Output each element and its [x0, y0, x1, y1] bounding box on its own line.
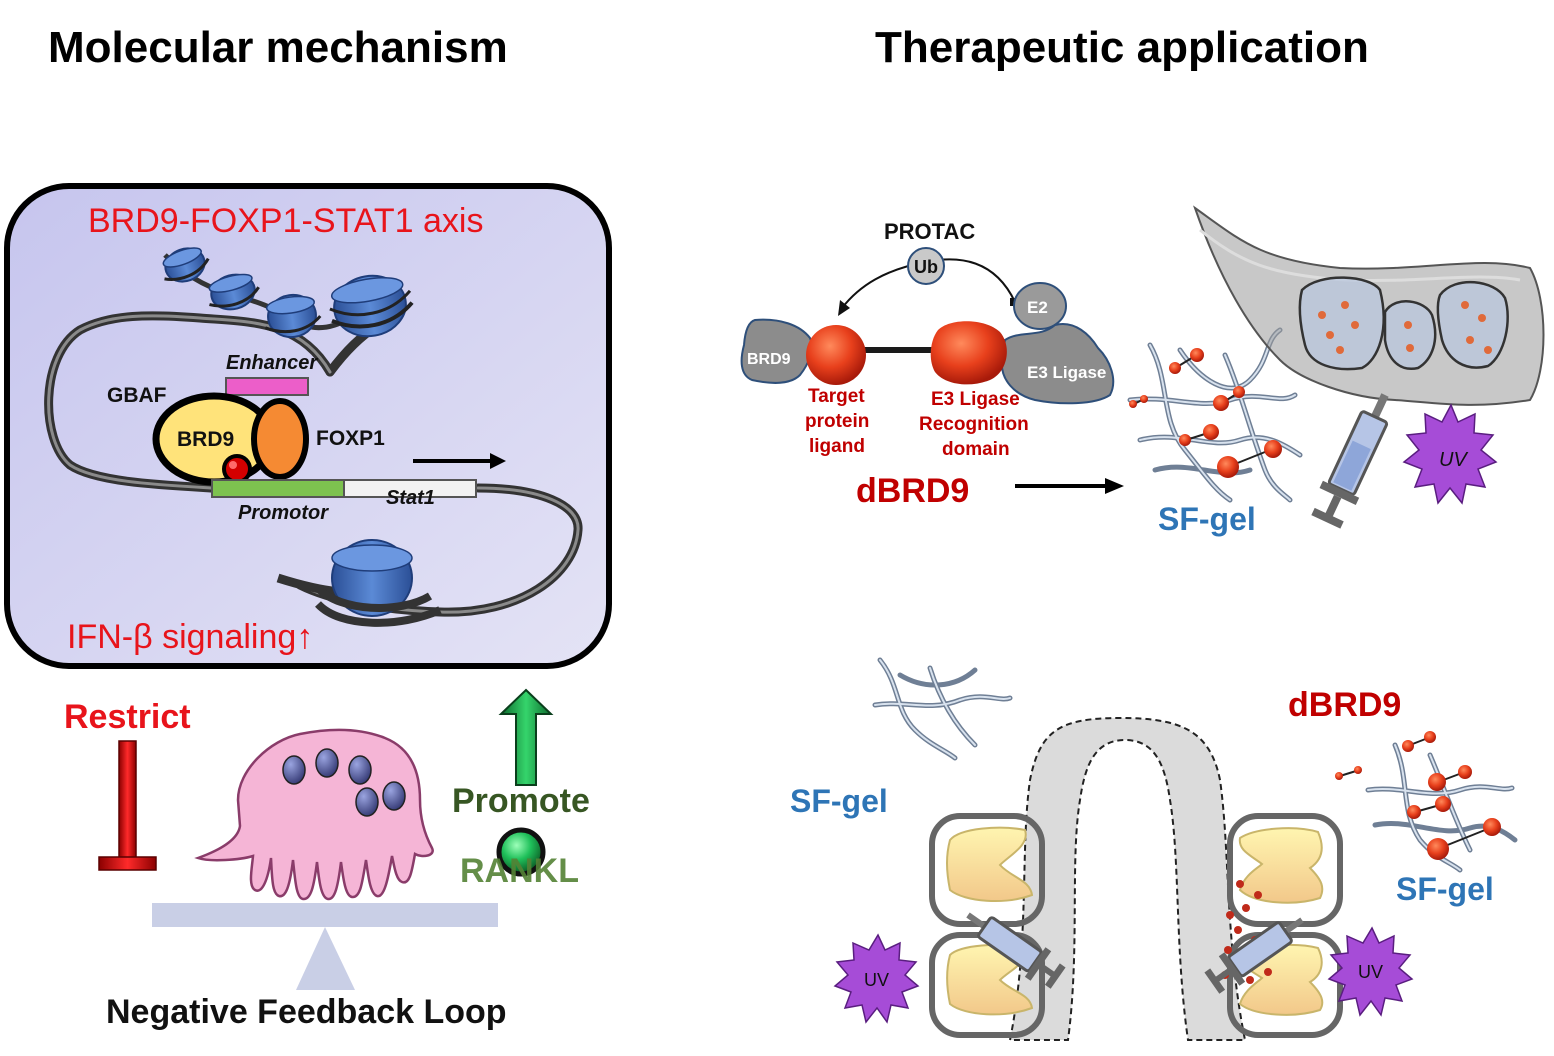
target-ligand-ball: [806, 325, 866, 385]
drug-loaded-particles: [1129, 348, 1282, 478]
e2-enzyme: [1013, 282, 1067, 330]
left-column-title: Molecular mechanism: [48, 23, 508, 72]
foxp1-protein: [251, 398, 309, 480]
nucleus-panel: [4, 183, 612, 669]
injection-mold: [1193, 205, 1545, 406]
inhibition-bar-icon: [98, 740, 157, 871]
brd9-target-protein: [740, 318, 813, 384]
ifn-signaling-label: IFN-β signaling↑: [67, 618, 313, 656]
syringe-icon-bottom-right: [1204, 917, 1304, 994]
promotor-region: [211, 479, 345, 498]
uv-burst-icon-bottom-left: [833, 933, 920, 1024]
protac-title: PROTAC: [884, 219, 975, 244]
uv-burst-icon-bottom-right: [1327, 926, 1414, 1017]
recognition-label-line1: E3 Ligase: [931, 389, 1020, 410]
brd9-label: BRD9: [177, 428, 234, 451]
axis-title: BRD9-FOXP1-STAT1 axis: [88, 202, 483, 240]
right-column-title: Therapeutic application: [875, 23, 1369, 72]
balance-fulcrum: [296, 927, 355, 990]
rankl-ball-icon: [496, 827, 546, 877]
ligand-label-line2: protein: [805, 411, 869, 432]
enhancer-label: Enhancer: [226, 352, 318, 374]
uv-burst-icon-top: [1402, 403, 1498, 505]
rankl-label: RANKL: [460, 852, 579, 890]
uv-label-bottom-right: UV: [1358, 962, 1383, 982]
feedback-loop-label: Negative Feedback Loop: [106, 993, 507, 1031]
e3-recognition-ball: [930, 321, 1007, 385]
stat1-label: Stat1: [386, 487, 435, 509]
syringe-icon-bottom-left: [966, 912, 1066, 989]
sf-gel-network-bottom-left: [872, 657, 1013, 761]
drug-loaded-particles-bottom: [1335, 731, 1501, 860]
dbrd9-label-bottom: dBRD9: [1288, 686, 1401, 724]
red-ligand-dot: [222, 454, 252, 484]
skin-layer: [1008, 716, 1247, 1041]
ligand-label-line1: Target: [808, 386, 865, 407]
recognition-label-line2: Recognition: [919, 414, 1029, 435]
foxp1-label: FOXP1: [316, 427, 385, 450]
loading-arrow: [1015, 478, 1124, 494]
recognition-label-line3: domain: [942, 439, 1010, 460]
e3-ligase-protein: [1000, 323, 1115, 405]
enhancer-region: [225, 377, 309, 396]
sf-gel-network-bottom-left-light: [874, 659, 1011, 759]
balance-beam: [152, 903, 498, 927]
gbaf-label: GBAF: [107, 384, 167, 407]
syringe-icon-top: [1311, 393, 1389, 529]
ubiquitin-ball: [907, 247, 945, 285]
transcription-arrow: [413, 453, 506, 469]
osteoclast-cell: [194, 728, 434, 901]
ubiquitin-label: Ub: [914, 257, 938, 277]
joint-right: [1227, 813, 1343, 1038]
sf-gel-label: SF-gel: [1158, 501, 1256, 537]
restrict-label: Restrict: [64, 698, 191, 736]
promotor-label: Promotor: [238, 502, 329, 524]
sf-gel-label-bottom-left: SF-gel: [790, 783, 888, 819]
sf-gel-label-bottom-right: SF-gel: [1396, 871, 1494, 907]
uv-label-top: UV: [1439, 449, 1468, 471]
promote-arrow-icon: [498, 688, 554, 786]
lower-nucleosome: [276, 539, 442, 627]
stat1-gene: [343, 479, 477, 498]
e2-label: E2: [1027, 298, 1048, 317]
promote-label: Promote: [452, 782, 590, 820]
e3-ligase-label: E3 Ligase: [1027, 363, 1106, 382]
uv-label-bottom-left: UV: [864, 970, 889, 990]
dbrd9-label: dBRD9: [856, 472, 969, 510]
nucleosome-chain: [162, 247, 414, 339]
brd9-protein-label: BRD9: [747, 351, 791, 368]
ligand-label-line3: ligand: [809, 436, 865, 457]
